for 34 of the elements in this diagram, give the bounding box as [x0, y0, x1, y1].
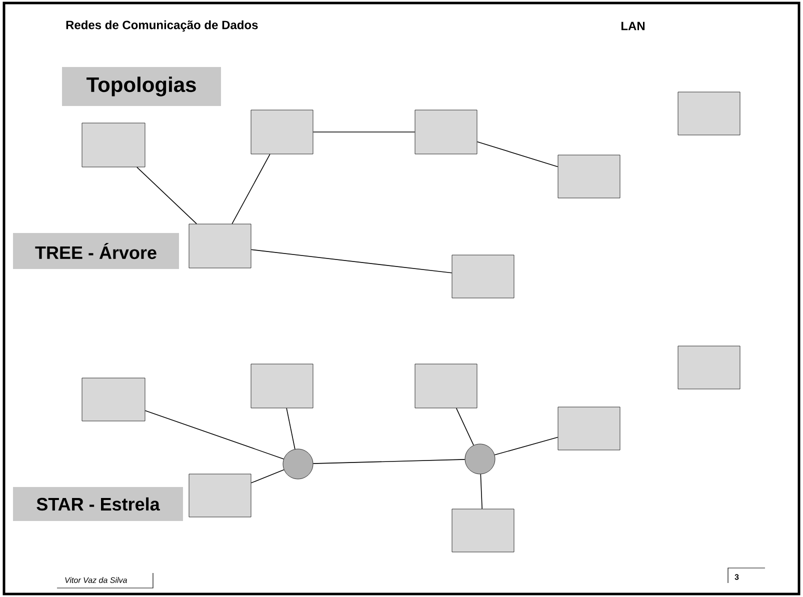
section-label: LAN: [621, 22, 645, 30]
station-box: [414, 110, 478, 154]
station-box: [678, 92, 740, 136]
link-line: [456, 408, 474, 446]
link-line: [250, 249, 452, 274]
link-line: [480, 474, 482, 510]
hub-circle: [464, 444, 496, 474]
station-box: [188, 474, 252, 518]
link-line: [494, 436, 558, 456]
link-line: [136, 166, 198, 224]
station-box: [558, 406, 620, 450]
station-box: [558, 154, 620, 198]
link-line: [312, 459, 466, 464]
station-box: [250, 110, 314, 154]
title-band: STAR - Estrela: [13, 487, 183, 521]
link-line: [286, 408, 296, 450]
hub-circle: [282, 448, 314, 480]
link-line: [232, 154, 270, 224]
station-box: [250, 364, 314, 408]
link-line: [144, 410, 284, 460]
title-band: Topologias: [62, 67, 221, 106]
station-box: [678, 346, 740, 390]
page-number: 3: [728, 568, 766, 584]
station-box: [414, 364, 478, 408]
station-box: [82, 378, 146, 422]
link-line: [250, 469, 284, 484]
slide-title: Redes de Comunicação de Dados: [66, 20, 258, 32]
station-box: [82, 122, 146, 168]
title-band: TREE - Árvore: [13, 233, 179, 269]
link-line: [476, 141, 558, 168]
author-label: Vitor Vaz da Silva: [56, 572, 154, 588]
station-box: [188, 224, 252, 268]
station-box: [452, 508, 514, 552]
station-box: [452, 254, 514, 298]
